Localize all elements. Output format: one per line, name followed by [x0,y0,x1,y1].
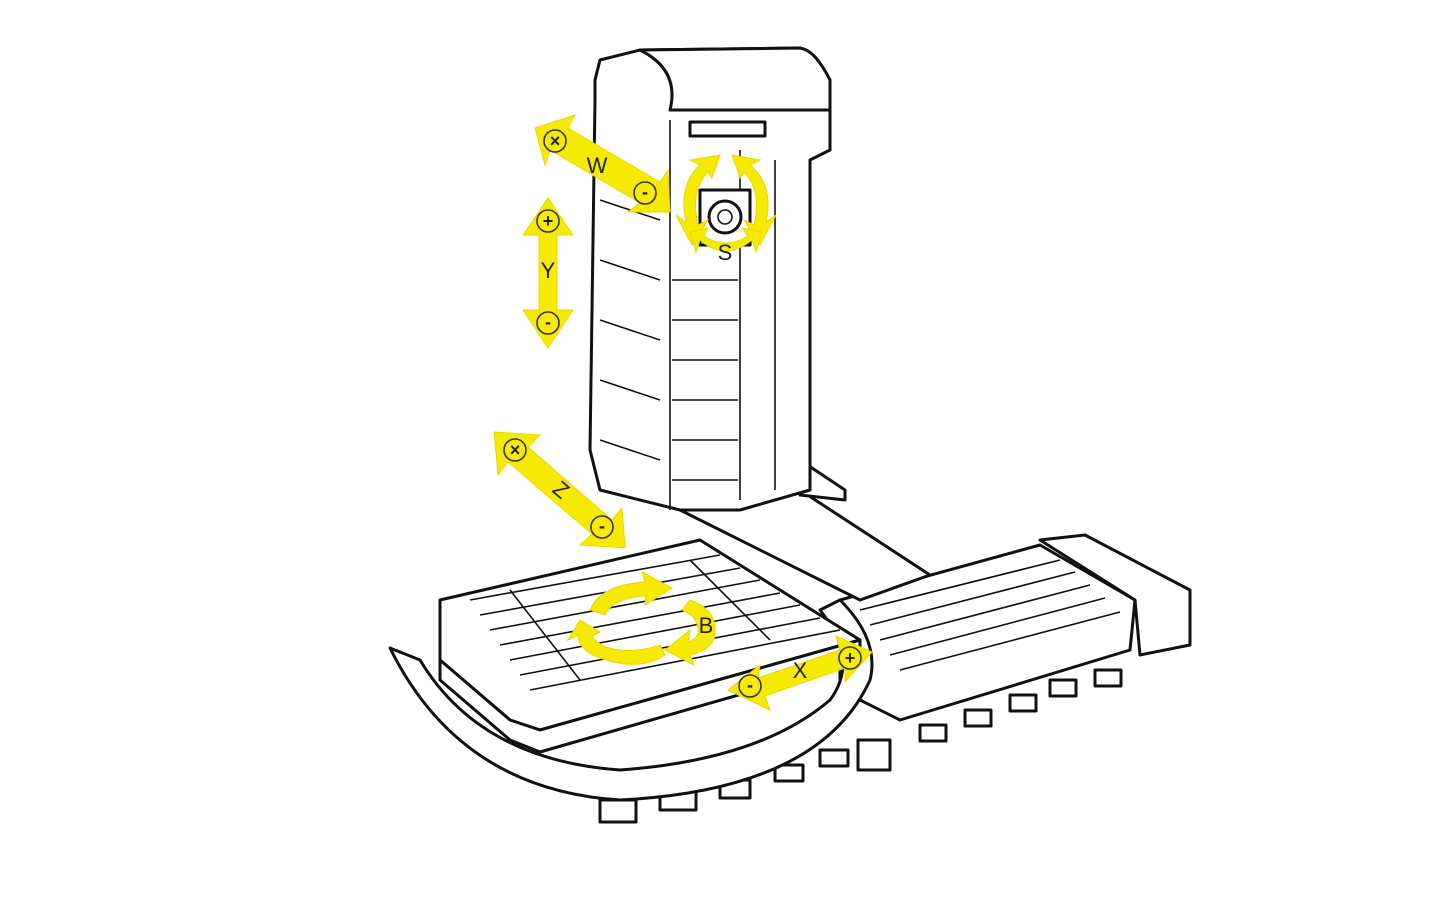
b-rotation-arrow: B [566,570,716,667]
y-plus-sign: + [543,211,554,231]
w-minus-marker [633,181,657,205]
b-axis-label: B [699,613,714,638]
column-panel [688,120,767,138]
z-plus-sign: × [510,440,521,460]
s-rotation-arrow: S [675,154,777,265]
y-plus-marker [536,209,560,233]
x-axis-label: X [793,658,808,683]
y-axis-arrow: + - Y [522,197,574,349]
spindle [707,199,743,235]
column-head [638,46,832,112]
y-minus-sign: - [545,312,551,332]
z-axis-arrow: × - Z [493,431,626,549]
x-axis-arrow: - + X [727,635,873,711]
x-minus-marker [738,674,762,698]
w-axis-arrow: × - W [534,114,671,213]
y-axis-label: Y [541,258,556,283]
w-axis-label: W [587,153,608,178]
end-cover-box [1038,533,1192,657]
w-plus-sign: × [550,131,561,151]
w-minus-sign: - [642,182,648,202]
machine-drawing [388,46,1192,824]
y-minus-marker [536,311,560,335]
leveling-feet [598,668,1123,824]
rotary-guard [388,598,874,802]
x-plus-marker [838,646,862,670]
z-plus-marker [503,438,527,462]
x-minus-sign: - [747,675,753,695]
x-plus-sign: + [845,648,856,668]
w-plus-marker [543,129,567,153]
z-minus-sign: - [599,516,605,536]
s-axis-label: S [718,240,733,265]
z-minus-marker [590,515,614,539]
